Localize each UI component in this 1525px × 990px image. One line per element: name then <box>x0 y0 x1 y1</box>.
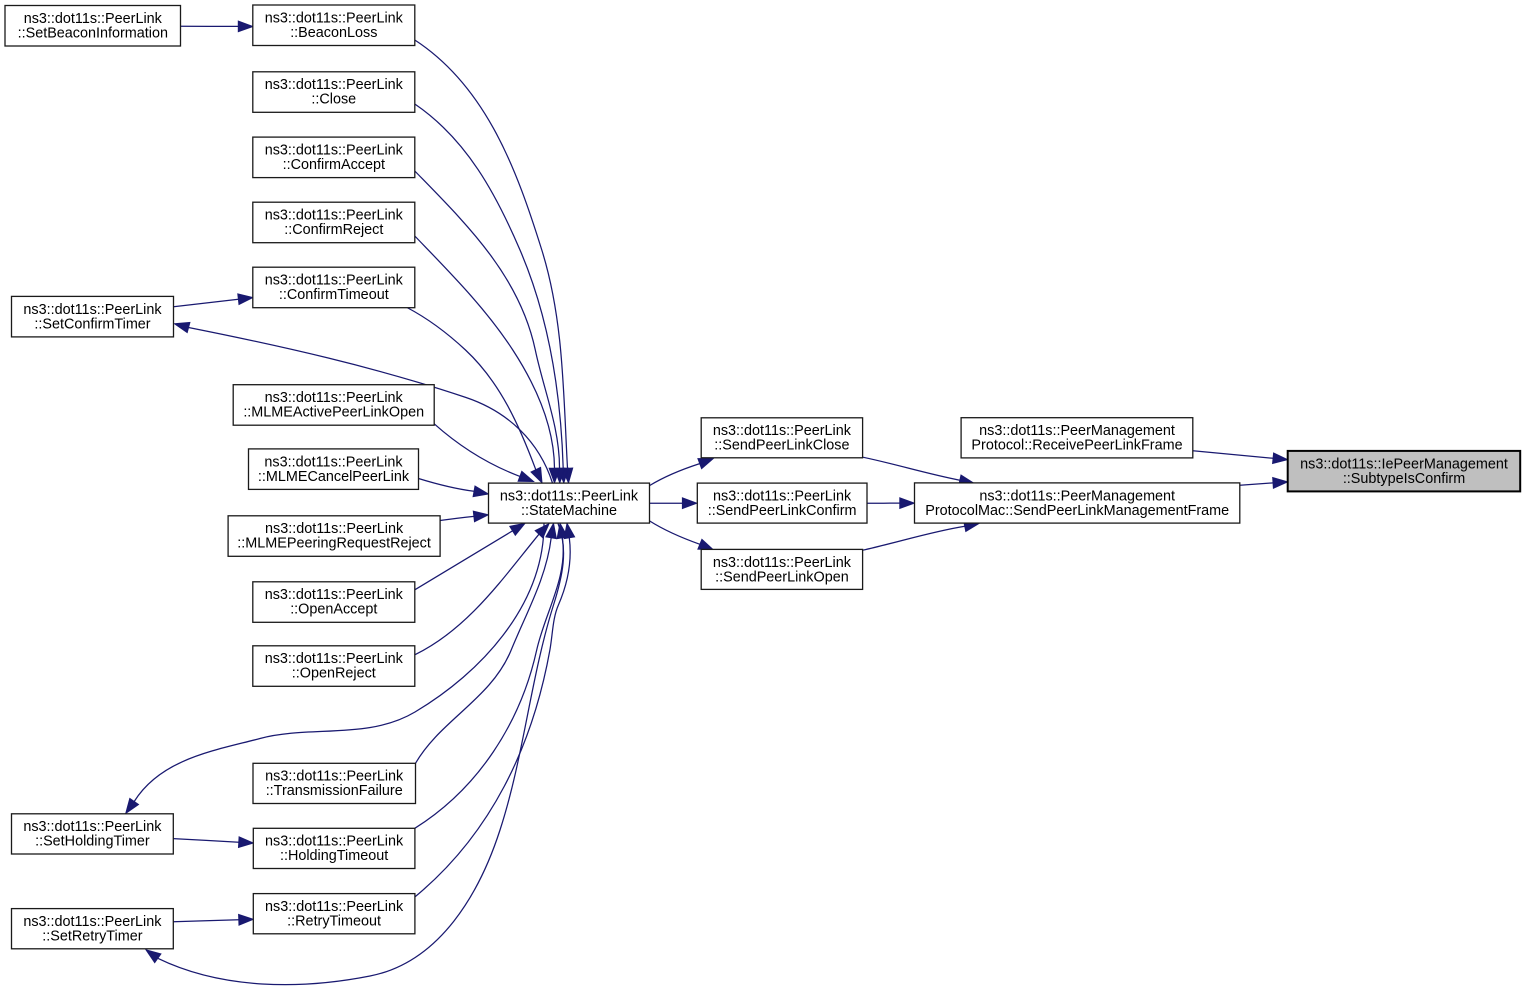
svg-text:ns3::dot11s::PeerLink: ns3::dot11s::PeerLink <box>264 454 403 470</box>
svg-text:ns3::dot11s::PeerLink: ns3::dot11s::PeerLink <box>23 914 162 930</box>
svg-text:ns3::dot11s::PeerManagement: ns3::dot11s::PeerManagement <box>979 488 1175 504</box>
svg-text:::SubtypeIsConfirm: ::SubtypeIsConfirm <box>1343 471 1465 487</box>
svg-text:::StateMachine: ::StateMachine <box>521 503 617 519</box>
svg-text:::SetConfirmTimer: ::SetConfirmTimer <box>34 316 150 332</box>
svg-text:::SetRetryTimer: ::SetRetryTimer <box>42 929 142 945</box>
svg-text:ns3::dot11s::PeerLink: ns3::dot11s::PeerLink <box>265 769 404 785</box>
svg-text:::SetBeaconInformation: ::SetBeaconInformation <box>18 25 168 41</box>
svg-text:ns3::dot11s::PeerLink: ns3::dot11s::PeerLink <box>265 10 404 26</box>
svg-text:ns3::dot11s::PeerLink: ns3::dot11s::PeerLink <box>265 390 404 406</box>
svg-text:::TransmissionFailure: ::TransmissionFailure <box>266 783 403 799</box>
svg-text:ns3::dot11s::PeerLink: ns3::dot11s::PeerLink <box>265 521 404 537</box>
svg-text:::RetryTimeout: ::RetryTimeout <box>287 914 381 930</box>
svg-text:ns3::dot11s::IePeerManagement: ns3::dot11s::IePeerManagement <box>1300 456 1508 472</box>
svg-text:ns3::dot11s::PeerLink: ns3::dot11s::PeerLink <box>23 302 162 318</box>
svg-text:ns3::dot11s::PeerLink: ns3::dot11s::PeerLink <box>713 555 852 571</box>
svg-text:ns3::dot11s::PeerLink: ns3::dot11s::PeerLink <box>265 208 404 224</box>
svg-text:ns3::dot11s::PeerManagement: ns3::dot11s::PeerManagement <box>979 423 1175 439</box>
svg-text:ns3::dot11s::PeerLink: ns3::dot11s::PeerLink <box>24 11 163 27</box>
svg-text:ns3::dot11s::PeerLink: ns3::dot11s::PeerLink <box>265 834 404 850</box>
svg-text:::HoldingTimeout: ::HoldingTimeout <box>280 848 388 864</box>
svg-text:::ConfirmAccept: ::ConfirmAccept <box>283 157 385 173</box>
svg-text:ProtocolMac::SendPeerLinkManag: ProtocolMac::SendPeerLinkManagementFrame <box>925 503 1229 519</box>
svg-text:::SendPeerLinkOpen: ::SendPeerLinkOpen <box>715 569 849 585</box>
svg-text:ns3::dot11s::PeerLink: ns3::dot11s::PeerLink <box>23 819 162 835</box>
svg-text:ns3::dot11s::PeerLink: ns3::dot11s::PeerLink <box>265 273 404 289</box>
svg-text:::SetHoldingTimer: ::SetHoldingTimer <box>35 834 150 850</box>
svg-text:ns3::dot11s::PeerLink: ns3::dot11s::PeerLink <box>713 423 852 439</box>
svg-text:ns3::dot11s::PeerLink: ns3::dot11s::PeerLink <box>265 77 404 93</box>
svg-text:Protocol::ReceivePeerLinkFrame: Protocol::ReceivePeerLinkFrame <box>971 438 1182 454</box>
svg-text:::SendPeerLinkConfirm: ::SendPeerLinkConfirm <box>708 503 857 519</box>
svg-text:::MLMEActivePeerLinkOpen: ::MLMEActivePeerLinkOpen <box>243 405 424 421</box>
svg-text:ns3::dot11s::PeerLink: ns3::dot11s::PeerLink <box>265 587 404 603</box>
svg-text:::ConfirmReject: ::ConfirmReject <box>284 222 383 238</box>
svg-text:::OpenAccept: ::OpenAccept <box>290 602 377 618</box>
svg-text:ns3::dot11s::PeerLink: ns3::dot11s::PeerLink <box>265 143 404 159</box>
svg-text:::MLMEPeeringRequestReject: ::MLMEPeeringRequestReject <box>237 536 431 552</box>
svg-text:::MLMECancelPeerLink: ::MLMECancelPeerLink <box>258 469 410 485</box>
svg-text:::OpenReject: ::OpenReject <box>292 666 376 682</box>
svg-text:ns3::dot11s::PeerLink: ns3::dot11s::PeerLink <box>500 489 639 505</box>
svg-text:::SendPeerLinkClose: ::SendPeerLinkClose <box>714 438 849 454</box>
svg-text:ns3::dot11s::PeerLink: ns3::dot11s::PeerLink <box>265 651 404 667</box>
svg-text:::BeaconLoss: ::BeaconLoss <box>290 25 377 41</box>
svg-text:ns3::dot11s::PeerLink: ns3::dot11s::PeerLink <box>265 899 404 915</box>
svg-text:::Close: ::Close <box>311 92 356 108</box>
svg-text:::ConfirmTimeout: ::ConfirmTimeout <box>279 287 389 303</box>
svg-text:ns3::dot11s::PeerLink: ns3::dot11s::PeerLink <box>713 489 852 505</box>
